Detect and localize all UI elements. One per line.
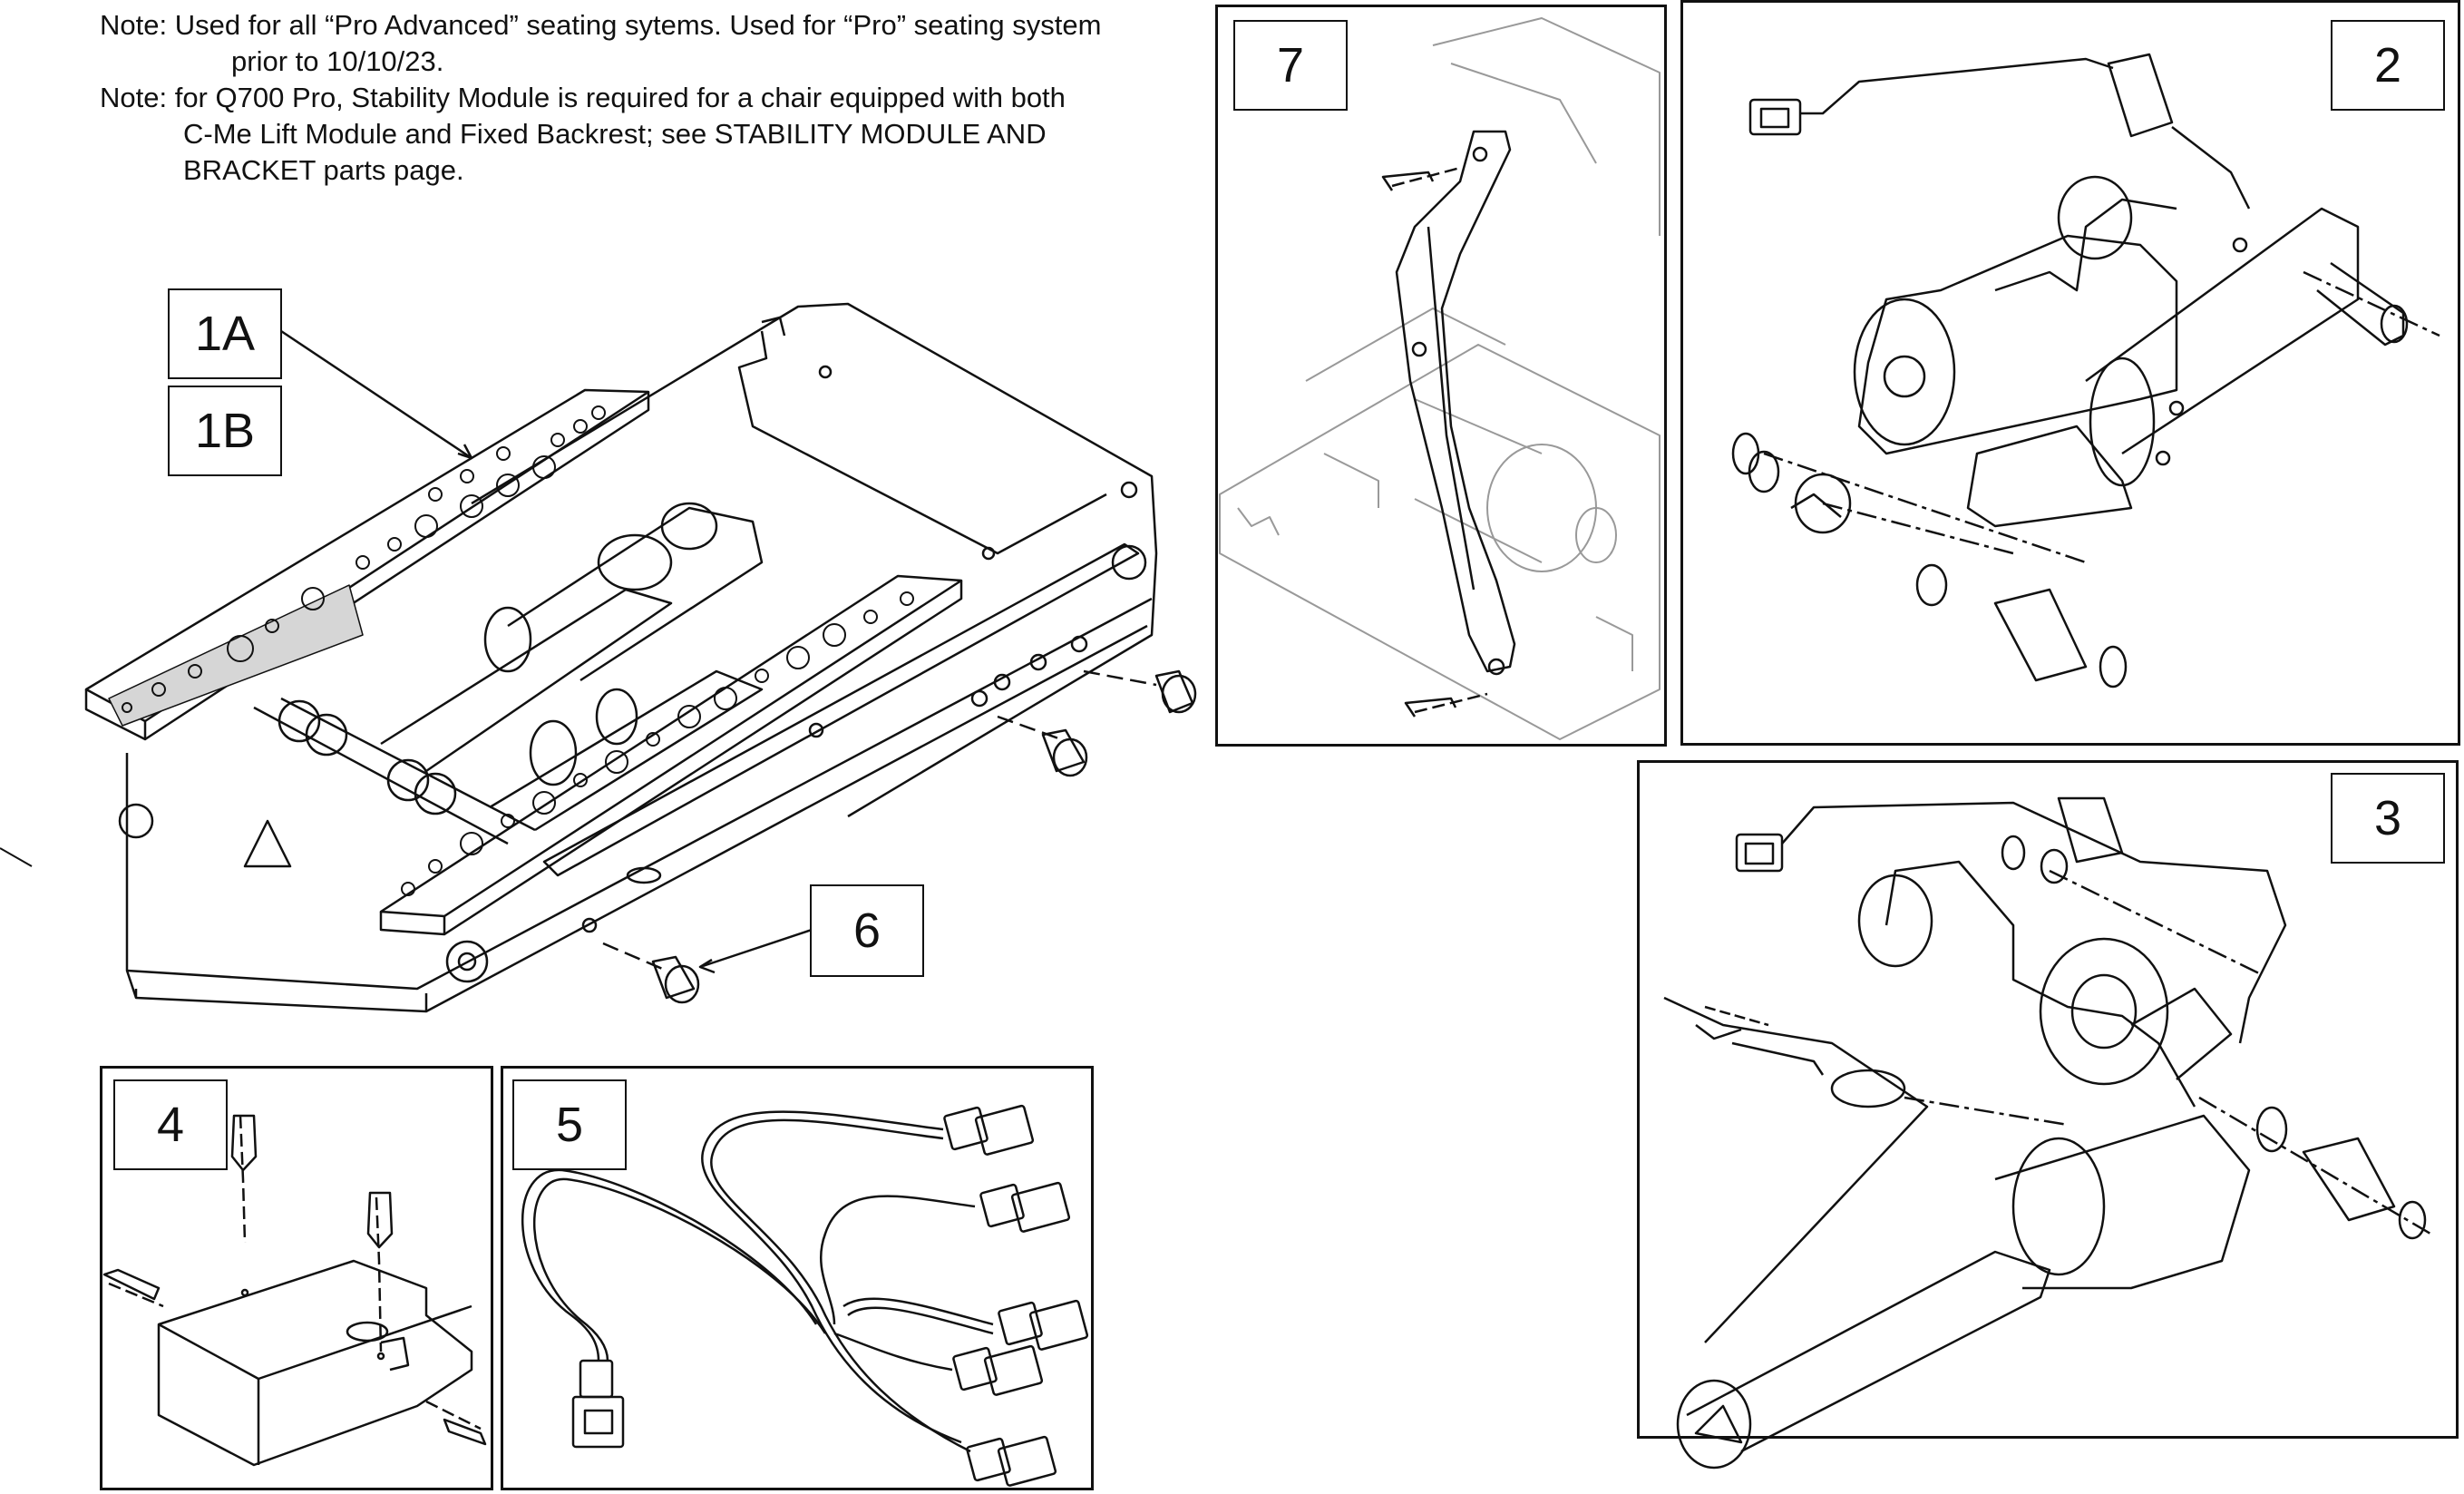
note-1-line-2: prior to 10/10/23. bbox=[231, 45, 444, 77]
note-1-line-1: Note: Used for all “Pro Advanced” seatin… bbox=[100, 9, 1102, 41]
panel-2-actuator-art bbox=[1731, 53, 2440, 688]
note-2-line-2: C-Me Lift Module and Fixed Backrest; see… bbox=[183, 118, 1047, 150]
seat-lift-module bbox=[84, 302, 1158, 1013]
screw-group-main bbox=[602, 669, 1197, 1004]
callout-7: 7 bbox=[1233, 20, 1348, 111]
panel-3-actuator-art bbox=[1663, 796, 2431, 1470]
panel-7-bracket-art bbox=[1219, 17, 1661, 740]
panel-3 bbox=[1637, 760, 2459, 1439]
callout-4: 4 bbox=[113, 1079, 228, 1170]
panel-7-bracket-arm bbox=[1381, 130, 1516, 718]
callout-3: 3 bbox=[2331, 773, 2445, 864]
note-2-line-1: Note: for Q700 Pro, Stability Module is … bbox=[100, 82, 1066, 113]
callout-1b: 1B bbox=[168, 386, 282, 476]
callout-5: 5 bbox=[512, 1079, 627, 1170]
panel-5-harness-art bbox=[521, 1104, 1089, 1487]
panel-4-cover-art bbox=[102, 1114, 487, 1467]
callout-2: 2 bbox=[2331, 20, 2445, 111]
callout-1a: 1A bbox=[168, 288, 282, 379]
callout-6: 6 bbox=[810, 884, 924, 977]
note-2-line-3: BRACKET parts page. bbox=[183, 154, 464, 186]
panel-2 bbox=[1680, 0, 2460, 746]
